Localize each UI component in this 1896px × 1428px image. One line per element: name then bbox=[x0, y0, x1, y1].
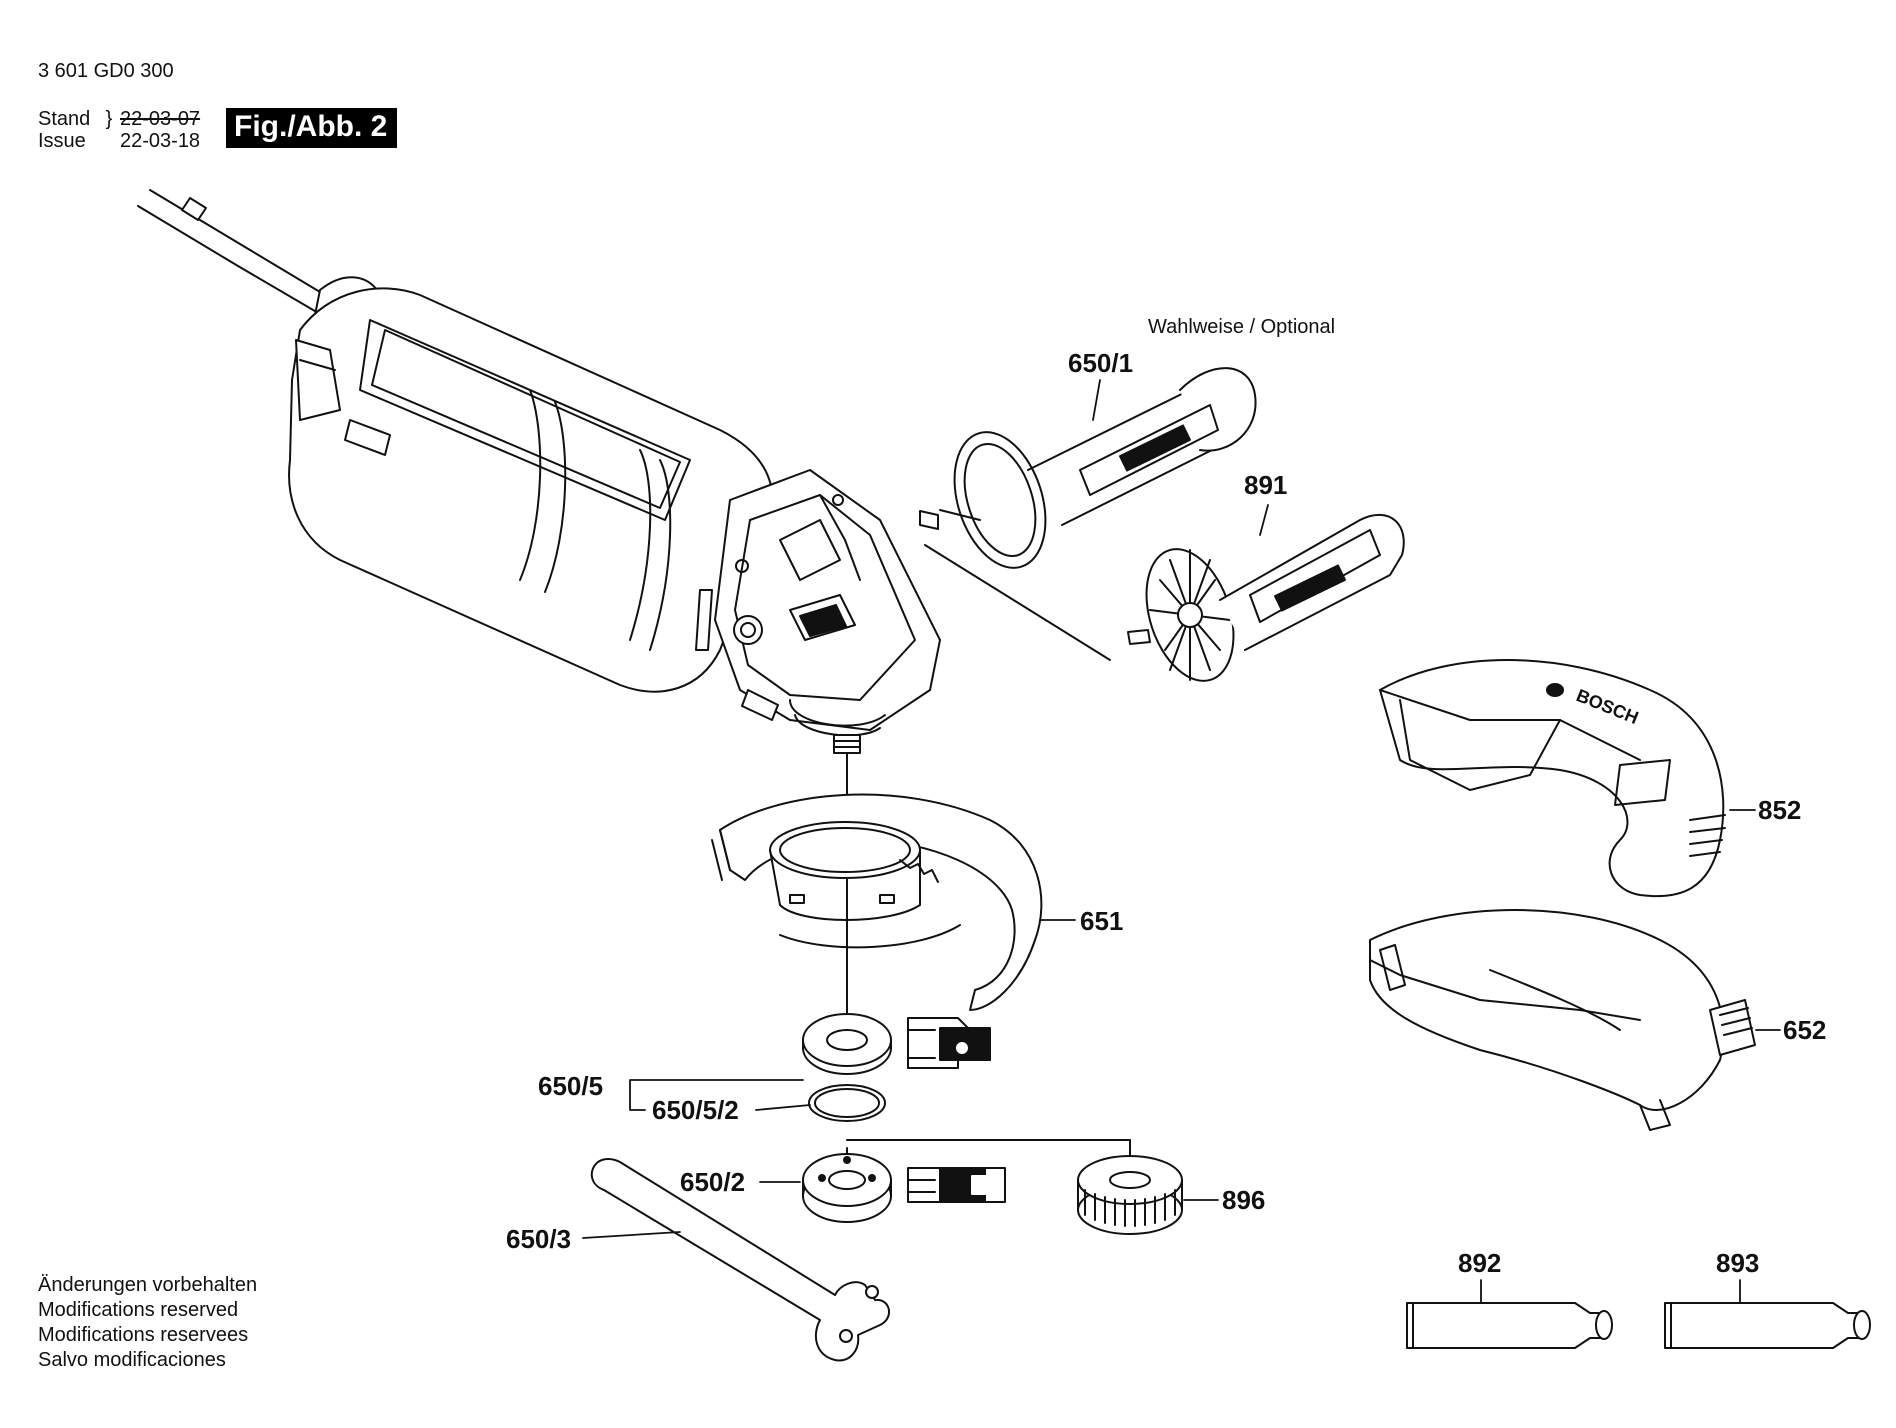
callout-650-1: 650/1 bbox=[1068, 348, 1133, 378]
brace-icon: } bbox=[105, 108, 113, 130]
grease-tube-892 bbox=[1406, 1302, 1613, 1349]
mounting-flange-650-5 bbox=[802, 1013, 991, 1122]
footer-line-de: Änderungen vorbehalten bbox=[38, 1274, 258, 1296]
callout-650-5-2: 650/5/2 bbox=[652, 1095, 739, 1125]
callout-891: 891 bbox=[1244, 470, 1287, 500]
protection-guard-852: BOSCH bbox=[1379, 659, 1726, 898]
leader-lines bbox=[582, 379, 1781, 1304]
figure-label: Fig./Abb. 2 bbox=[226, 108, 398, 148]
callout-852: 852 bbox=[1758, 795, 1801, 825]
callout-651: 651 bbox=[1080, 906, 1123, 936]
stand-date-struck: 22-03-07 bbox=[120, 108, 201, 130]
footer-notice: Änderungen vorbehalten Modifications res… bbox=[38, 1273, 257, 1373]
callout-892: 892 bbox=[1458, 1248, 1501, 1278]
clamping-nut-650-2 bbox=[802, 1139, 1131, 1223]
footer-line-en: Modifications reserved bbox=[38, 1299, 239, 1321]
stand-label: Stand bbox=[38, 108, 91, 130]
two-pin-spanner-650-3 bbox=[590, 1158, 890, 1362]
quick-clamping-nut-896 bbox=[1077, 1155, 1183, 1235]
side-handle-650-1 bbox=[919, 367, 1257, 569]
issue-label: Issue bbox=[38, 130, 86, 152]
side-handle-891 bbox=[1127, 514, 1405, 682]
footer-line-fr: Modifications reservees bbox=[38, 1324, 249, 1346]
issue-date: 22-03-18 bbox=[120, 130, 201, 152]
protection-guard-652 bbox=[1369, 909, 1756, 1131]
callout-893: 893 bbox=[1716, 1248, 1759, 1278]
callout-650-5: 650/5 bbox=[538, 1071, 603, 1101]
stand-row: Stand } 22-03-07 bbox=[38, 108, 200, 130]
o-ring-650-5-2 bbox=[808, 1084, 886, 1122]
callout-650-2: 650/2 bbox=[680, 1167, 745, 1197]
protection-guard-651 bbox=[711, 793, 1043, 1011]
grease-tube-893 bbox=[1664, 1302, 1871, 1349]
optional-label: Wahlweise / Optional bbox=[1148, 316, 1336, 338]
callout-650-3: 650/3 bbox=[506, 1224, 571, 1254]
callout-652: 652 bbox=[1783, 1015, 1826, 1045]
issue-row: Issue 22-03-18 bbox=[38, 130, 200, 152]
angle-grinder-body bbox=[137, 189, 1111, 1041]
footer-line-es: Salvo modificaciones bbox=[38, 1349, 226, 1371]
callout-896: 896 bbox=[1222, 1185, 1265, 1215]
document-number: 3 601 GD0 300 bbox=[38, 60, 174, 82]
revision-block: Stand } 22-03-07 Issue 22-03-18 bbox=[38, 108, 200, 152]
